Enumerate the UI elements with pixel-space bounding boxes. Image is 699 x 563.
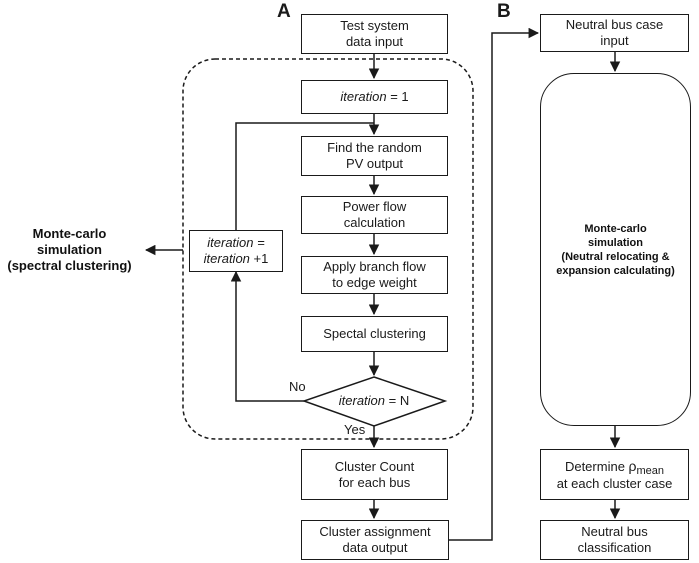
monte-carlo-neutral-box: Monte-carlo simulation (Neutral relocati… — [540, 73, 691, 426]
box-text: data input — [345, 34, 404, 49]
box-text: Apply branch flow — [323, 259, 426, 274]
box-text: classification — [577, 540, 652, 555]
rho-subscript: mean — [636, 464, 665, 477]
arrow-assignment-to-neutral-input — [449, 27, 540, 541]
monte-carlo-loop-region — [182, 58, 474, 440]
cluster-assignment-output-box: Cluster assignment data output — [301, 520, 449, 560]
panel-label-b: B — [497, 1, 511, 22]
monte-carlo-spectral-label: Monte-carlo simulation (spectral cluster… — [2, 226, 137, 274]
box-text: Monte-carlo — [584, 222, 647, 235]
box-text: Cluster assignment — [319, 524, 431, 539]
box-text: Neutral bus case — [565, 17, 664, 32]
box-text: Cluster Count — [334, 458, 415, 474]
box-text: Test system — [340, 18, 409, 33]
branch-flow-box: Apply branch flow to edge weight — [301, 256, 448, 294]
yes-label: Yes — [344, 422, 366, 437]
decision-diamond — [301, 376, 448, 427]
box-text-row: iteration +1 — [204, 251, 269, 267]
box-text: Power flow — [342, 199, 407, 214]
variable-text: iteration — [338, 393, 386, 408]
box-text: expansion calculating) — [556, 264, 675, 277]
box-text: Neutral bus — [581, 524, 648, 539]
box-text: Determine — [564, 458, 629, 474]
box-text: calculation — [343, 215, 406, 230]
box-text: Spectal clustering — [323, 326, 426, 341]
box-text: +1 — [249, 251, 269, 266]
label-line: simulation — [36, 242, 102, 257]
box-text: for each bus — [338, 474, 411, 490]
neutral-bus-input-box: Neutral bus case input — [540, 14, 689, 52]
box-text: data output — [342, 540, 408, 555]
variable-text: iteration — [203, 251, 250, 266]
test-system-input-box: Test system data input — [301, 14, 448, 54]
box-text: (Neutral relocating & — [561, 250, 670, 263]
no-label: No — [289, 379, 306, 394]
label-line: Monte-carlo — [32, 226, 107, 241]
iteration-init-box: iteration = 1 — [301, 80, 448, 114]
rho-symbol: ρ — [628, 457, 637, 474]
box-text: = 1 — [386, 89, 409, 104]
variable-text: iteration = — [207, 235, 265, 250]
box-text: Find the random — [327, 140, 422, 155]
arrow-increment-to-random-pv — [235, 122, 374, 230]
box-text: = N — [385, 393, 410, 408]
iteration-increment-box: iteration = iteration +1 — [189, 230, 283, 272]
box-text: at each cluster case — [556, 475, 673, 491]
neutral-bus-classification-box: Neutral bus classification — [540, 520, 689, 560]
spectral-clustering-box: Spectal clustering — [301, 316, 448, 352]
cluster-count-box: Cluster Count for each bus — [301, 449, 448, 500]
box-text: simulation — [587, 236, 643, 249]
box-text: PV output — [345, 156, 404, 171]
box-text: to edge weight — [332, 275, 417, 290]
decision-label: iteration = N — [324, 393, 424, 408]
random-pv-box: Find the random PV output — [301, 136, 448, 176]
variable-text: iteration — [340, 89, 387, 104]
box-text: input — [600, 33, 629, 48]
label-line: (spectral clustering) — [7, 258, 132, 273]
panel-label-a: A — [277, 1, 291, 22]
power-flow-box: Power flow calculation — [301, 196, 448, 234]
arrow-no-to-increment — [230, 270, 304, 402]
